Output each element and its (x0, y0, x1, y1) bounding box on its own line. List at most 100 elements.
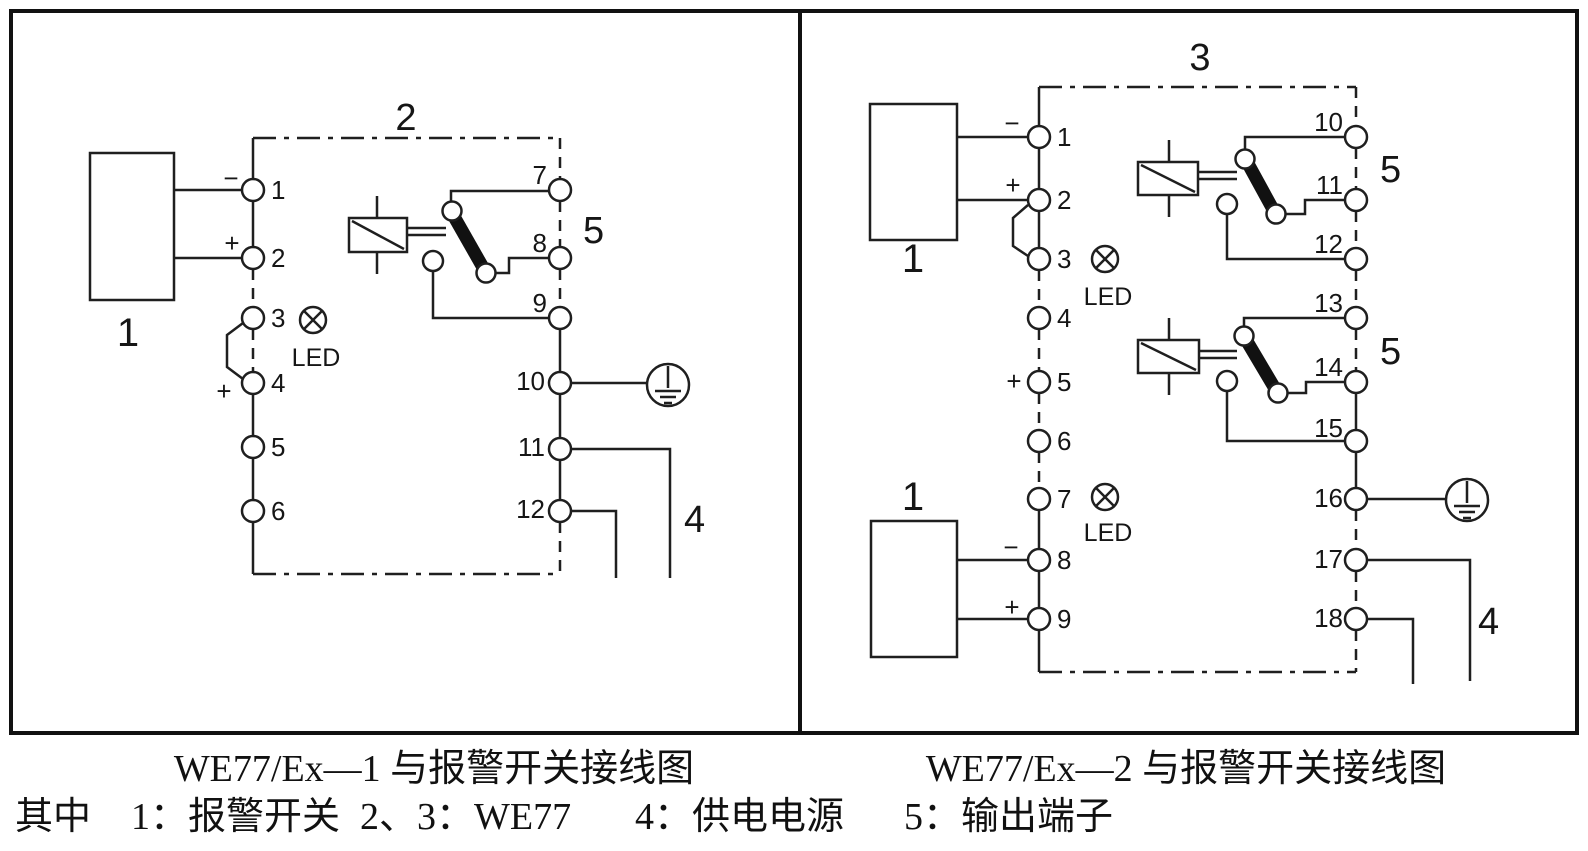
wire-switch-to-t8 (496, 256, 549, 275)
wire-t17-power (1367, 558, 1472, 681)
switch-bar-top-contact (441, 200, 463, 222)
polarity-plus-t9: + (1004, 592, 1019, 622)
terminal-5 (240, 434, 266, 460)
legend-item-alarm-switch: 1：报警开关 (131, 796, 340, 838)
enclosure-label: 3 (1189, 37, 1210, 79)
terminal-12 (547, 498, 573, 524)
terminal-5 (1026, 369, 1052, 395)
led-icon-bottom-cross (1094, 486, 1116, 508)
output-group-a-label: 5 (1380, 149, 1401, 191)
terminal-11-label: 11 (518, 432, 545, 462)
terminal-7-label: 7 (1057, 484, 1071, 514)
relay-coil-a-diagonal (1140, 163, 1196, 194)
switch-bar-a-bottom-contact (1265, 203, 1287, 225)
polarity-plus-t4: + (216, 376, 231, 406)
relay-link-b (1199, 349, 1237, 360)
right-panel: 3 1 − + 1 − + + (868, 37, 1499, 684)
terminal-2 (240, 245, 266, 271)
switch-bar-a-top-contact (1234, 148, 1256, 170)
switch-bar-a (1240, 156, 1281, 217)
jumper-t2-t3 (1011, 204, 1029, 258)
switch-pivot-contact (421, 249, 445, 273)
led-icon-cross (302, 309, 324, 331)
relay-link-a (1198, 170, 1237, 181)
switch-b-pivot-contact (1215, 369, 1239, 393)
alarm-switch-box-bottom (869, 519, 959, 659)
terminal-1 (240, 177, 266, 203)
alarm-switch-box-label: 1 (117, 311, 139, 355)
terminal-15 (1343, 428, 1369, 454)
polarity-plus-t2: + (1005, 170, 1020, 200)
terminal-16-label: 16 (1314, 483, 1343, 513)
terminal-10-label: 10 (1314, 107, 1343, 137)
terminal-14-label: 14 (1314, 352, 1343, 382)
terminal-4-label: 4 (1057, 303, 1071, 333)
switch-bar-b (1239, 334, 1283, 396)
terminal-3-label: 3 (271, 303, 285, 333)
alarm-switch-box-top (868, 102, 959, 242)
power-label: 4 (684, 499, 705, 541)
terminal-12-label: 12 (516, 494, 545, 524)
terminal-12-label: 12 (1314, 229, 1343, 259)
terminal-9 (1026, 606, 1052, 632)
relay-coil-diagonal (351, 219, 405, 251)
terminal-10 (547, 370, 573, 396)
terminal-4 (240, 370, 266, 396)
terminal-10-label: 10 (516, 366, 545, 396)
terminal-10 (1343, 124, 1369, 150)
switch-bar-b-bottom-contact (1267, 382, 1289, 404)
terminal-3-label: 3 (1057, 244, 1071, 274)
terminal-12 (1343, 246, 1369, 272)
led-bottom-text: LED (1084, 519, 1133, 547)
terminal-11 (547, 436, 573, 462)
wire-t11-power (571, 447, 672, 578)
alarm-switch-box-bottom-label: 1 (902, 475, 924, 519)
terminal-7 (547, 177, 573, 203)
terminal-3 (240, 305, 266, 331)
led-text: LED (292, 344, 341, 372)
diagram-border (9, 9, 1579, 735)
wire-pivot-a-to-t12 (1225, 214, 1345, 261)
terminal-2 (1026, 187, 1052, 213)
terminal-7-label: 7 (533, 160, 547, 190)
terminal-6-label: 6 (1057, 426, 1071, 456)
led-icon-top-cross (1094, 248, 1116, 270)
terminal-13 (1343, 305, 1369, 331)
wire-switch-a-to-t11 (1286, 198, 1345, 216)
switch-bar-b-top-contact (1233, 325, 1255, 347)
relay-link (407, 226, 446, 237)
terminal-15-label: 15 (1314, 413, 1343, 443)
terminal-18-label: 18 (1314, 603, 1343, 633)
polarity-plus-t2: + (224, 228, 239, 258)
alarm-switch-box (88, 151, 176, 302)
led-top-text: LED (1084, 283, 1133, 311)
terminal-4 (1026, 305, 1052, 331)
wire-switch-b-to-t14 (1288, 380, 1345, 395)
terminal-7 (1026, 486, 1052, 512)
terminal-2-label: 2 (1057, 185, 1071, 215)
legend: 其中 1：报警开关 2、3：WE77 4：供电电源 5：输出端子 (15, 796, 1113, 838)
terminal-14 (1343, 369, 1369, 395)
terminal-4-label: 4 (271, 368, 285, 398)
left-panel: 2 1 − + + 1 2 3 4 5 6 LED (88, 97, 705, 578)
wire-pivot-to-t9 (431, 271, 549, 320)
switch-bar (446, 209, 491, 275)
enclosure-label: 2 (395, 97, 416, 139)
polarity-minus-t1: − (223, 163, 238, 193)
terminal-3 (1026, 246, 1052, 272)
terminal-1 (1026, 124, 1052, 150)
terminal-8 (1026, 547, 1052, 573)
wire-switch-a-to-t10 (1243, 135, 1345, 149)
terminal-11 (1343, 187, 1369, 213)
output-group-label: 5 (583, 210, 604, 252)
legend-item-output-terminal: 5：输出端子 (904, 796, 1113, 838)
ground-icon-bars (1454, 481, 1480, 520)
terminal-17 (1343, 547, 1369, 573)
terminal-6 (240, 498, 266, 524)
terminal-2-label: 2 (271, 243, 285, 273)
jumper-t3-t4 (225, 322, 244, 380)
wire-pivot-b-to-t15 (1225, 391, 1345, 443)
legend-item-power: 4：供电电源 (635, 796, 844, 838)
